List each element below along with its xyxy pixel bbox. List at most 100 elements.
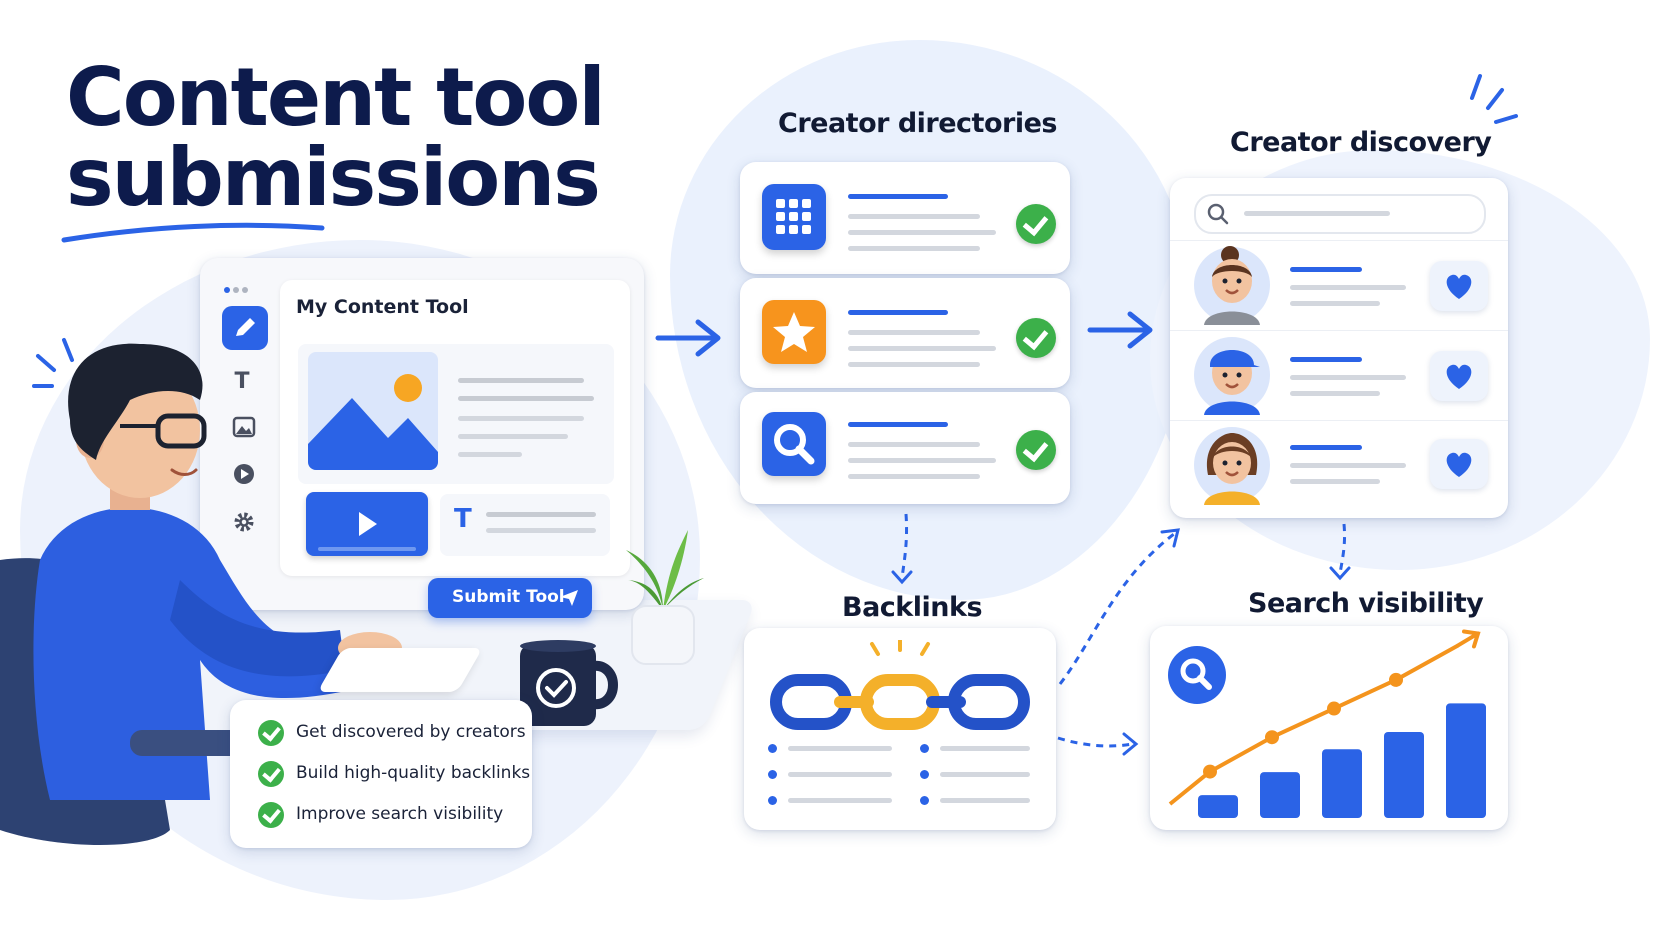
check-icon — [1016, 204, 1056, 244]
check-icon — [258, 802, 284, 828]
title-line — [848, 194, 948, 199]
text-line — [458, 378, 584, 383]
chart-bar — [1260, 772, 1300, 818]
text-line — [848, 474, 980, 479]
editor-window: T My Content Tool BI☰☰≡⛓ — [200, 258, 644, 618]
dashed-arrow-right-icon — [1057, 732, 1139, 756]
favorite-button[interactable] — [1430, 351, 1488, 401]
search-icon — [762, 412, 826, 476]
headline-line-1: Content tool — [66, 51, 606, 144]
text-line — [848, 346, 996, 351]
search-icon — [1168, 646, 1226, 704]
text-line — [848, 214, 980, 219]
avatar — [1194, 337, 1270, 415]
benefit-label: Build high-quality backlinks — [296, 763, 531, 783]
trend-arrow-icon — [1456, 629, 1481, 649]
benefit-item: Improve search visibility — [230, 800, 532, 830]
creator-row[interactable] — [1170, 240, 1508, 329]
benefit-item: Get discovered by creators — [230, 718, 532, 748]
submit-tool-label: Submit Tool — [452, 587, 565, 607]
bullet — [768, 744, 777, 753]
keyboard — [317, 648, 483, 692]
link-list — [768, 744, 1038, 824]
play-icon[interactable] — [232, 462, 256, 486]
favorite-button[interactable] — [1430, 261, 1488, 311]
bullet — [768, 770, 777, 779]
text-line — [788, 772, 892, 777]
image-placeholder — [308, 352, 438, 470]
directories-title: Creator directories — [778, 108, 1057, 139]
text-line — [848, 230, 996, 235]
image-icon[interactable] — [232, 416, 256, 438]
directory-card[interactable] — [740, 392, 1070, 504]
text-block[interactable]: T — [440, 494, 610, 556]
headline-underline — [61, 222, 325, 243]
chart-bar — [1384, 732, 1424, 818]
editor-sidebar: T — [214, 298, 270, 588]
dashed-arrow-up-right-icon — [1058, 528, 1180, 685]
creator-row[interactable] — [1170, 330, 1508, 419]
check-icon — [258, 761, 284, 787]
text-icon[interactable]: T — [234, 369, 250, 394]
search-icon — [1207, 203, 1229, 225]
submit-tool-button[interactable]: Submit Tool — [428, 578, 592, 618]
dashed-arrow-down-icon — [891, 513, 913, 585]
title-line — [1290, 267, 1362, 272]
title-line — [1290, 445, 1362, 450]
text-line — [458, 452, 522, 457]
editor-main: My Content Tool BI☰☰≡⛓ T — [280, 280, 630, 576]
text-line — [940, 746, 1030, 751]
video-block[interactable] — [306, 492, 428, 556]
text-line — [486, 512, 596, 517]
send-icon — [560, 590, 578, 606]
benefit-item: Build high-quality backlinks — [230, 759, 532, 789]
title-line — [1290, 357, 1362, 362]
trend-point — [1203, 764, 1217, 779]
check-icon — [258, 720, 284, 746]
avatar — [1194, 427, 1270, 505]
text-line — [1290, 391, 1380, 396]
arrow-right-icon — [655, 319, 721, 357]
discovery-card — [1170, 178, 1508, 518]
text-line — [848, 330, 980, 335]
bullet — [920, 744, 929, 753]
text-block-icon: T — [454, 504, 472, 534]
arrow-right-icon — [1087, 311, 1153, 349]
chart-bar — [1322, 749, 1362, 818]
text-line — [848, 442, 980, 447]
text-line — [486, 528, 596, 533]
image-block[interactable] — [298, 344, 614, 484]
benefit-label: Improve search visibility — [296, 804, 504, 824]
text-line — [788, 746, 892, 751]
text-line — [1290, 463, 1406, 468]
star-icon — [762, 300, 826, 364]
search-bar[interactable] — [1194, 194, 1486, 234]
trend-point — [1265, 730, 1279, 745]
pencil-icon[interactable] — [222, 306, 268, 350]
plant-icon — [626, 530, 704, 665]
title-line — [848, 310, 948, 315]
creator-row[interactable] — [1170, 420, 1508, 509]
avatar — [1194, 246, 1270, 325]
visibility-card — [1150, 626, 1508, 830]
heart-icon — [1446, 274, 1472, 299]
directory-card[interactable] — [740, 162, 1070, 274]
text-line — [1290, 285, 1406, 290]
heart-icon — [1446, 364, 1472, 389]
sparkle-left-icon — [32, 338, 74, 388]
heart-icon — [1446, 452, 1472, 477]
check-icon — [1016, 318, 1056, 358]
text-line — [458, 396, 594, 401]
discovery-title: Creator discovery — [1230, 127, 1492, 158]
text-line — [848, 458, 996, 463]
text-line — [1290, 301, 1380, 306]
backlinks-title: Backlinks — [842, 592, 983, 623]
directory-card[interactable] — [740, 278, 1070, 388]
sparkle-right-icon — [1470, 74, 1518, 124]
text-line — [1290, 479, 1380, 484]
trend-point — [1389, 672, 1403, 687]
favorite-button[interactable] — [1430, 439, 1488, 489]
bullet — [768, 796, 777, 805]
gear-icon[interactable] — [232, 510, 256, 534]
headline: Content tool submissions — [66, 58, 686, 218]
